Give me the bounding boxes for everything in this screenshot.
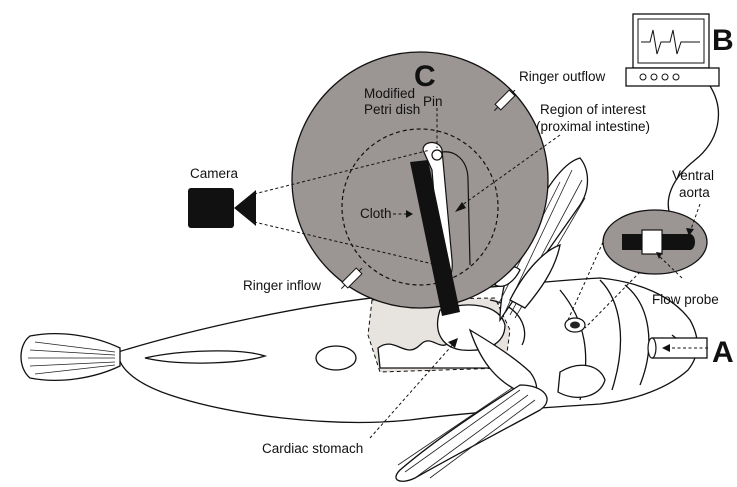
label-camera: Camera <box>190 166 239 181</box>
label-modified-2: Petri dish <box>364 102 420 117</box>
label-region-of-interest-1: Region of interest <box>540 102 646 117</box>
camera-icon <box>188 188 256 228</box>
label-ringer-outflow: Ringer outflow <box>519 69 606 84</box>
panel-letter-a: A <box>712 336 734 369</box>
label-modified-1: Modified <box>364 86 415 101</box>
label-pin: Pin <box>423 94 443 109</box>
label-cloth: Cloth <box>360 206 392 221</box>
label-ventral-2: aorta <box>679 185 710 200</box>
label-ventral-1: Ventral <box>672 168 714 183</box>
monitor-icon <box>626 14 719 86</box>
fish-body <box>21 278 708 422</box>
label-flow-probe: Flow probe <box>652 292 719 307</box>
label-region-of-interest-2: (proximal intestine) <box>536 119 650 134</box>
label-ringer-inflow: Ringer inflow <box>243 278 321 293</box>
panel-letter-b: B <box>712 24 734 57</box>
label-cardiac-stomach: Cardiac stomach <box>262 441 363 456</box>
panel-letter-c: C <box>414 60 436 93</box>
flow-probe-icon <box>603 210 707 274</box>
